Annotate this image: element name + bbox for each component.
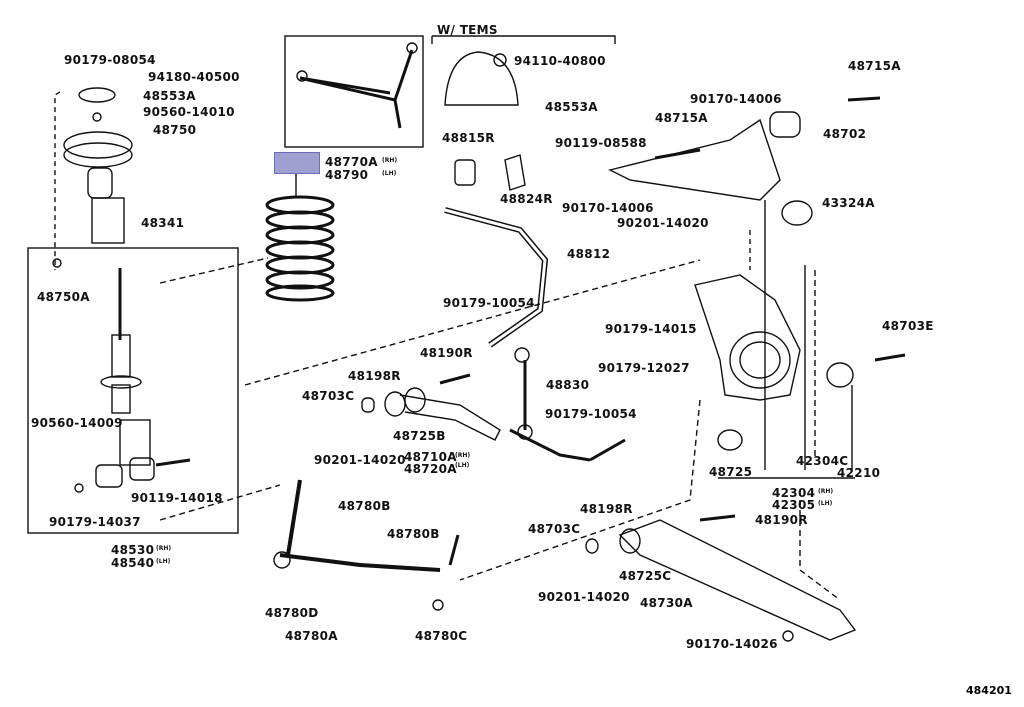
part-label[interactable]: 94110-40800 bbox=[514, 54, 606, 68]
part-label[interactable]: 48780D bbox=[265, 606, 319, 620]
part-label[interactable]: 90170-14006 bbox=[562, 201, 654, 215]
part-label[interactable]: 48703C bbox=[302, 389, 355, 403]
shock-body bbox=[119, 419, 151, 466]
part-label[interactable]: 48198R bbox=[580, 502, 633, 516]
highlighted-part-box[interactable] bbox=[274, 152, 320, 174]
part-label[interactable]: 90201-14020 bbox=[314, 453, 406, 467]
upper-arm bbox=[607, 118, 781, 201]
part-label[interactable]: 90560-14009 bbox=[31, 416, 123, 430]
part-label[interactable]: 48715A bbox=[655, 111, 708, 125]
lh-mark: (LH) bbox=[818, 500, 833, 507]
part-label[interactable]: 42210 bbox=[837, 466, 881, 480]
part-label[interactable]: 48790 bbox=[325, 168, 369, 182]
coil-spring bbox=[265, 195, 335, 302]
tems-bracket bbox=[432, 35, 616, 44]
part-label[interactable]: 48750A bbox=[37, 290, 90, 304]
steering-knuckle bbox=[694, 274, 801, 401]
lower-arm-front bbox=[399, 394, 501, 441]
part-label[interactable]: 90119-08588 bbox=[555, 136, 647, 150]
lower-arm-rear bbox=[618, 519, 857, 641]
part-label[interactable]: 43324A bbox=[822, 196, 875, 210]
part-label[interactable]: 48540 bbox=[111, 556, 155, 570]
part-label[interactable]: 90170-14006 bbox=[690, 92, 782, 106]
part-label[interactable]: 48198R bbox=[348, 369, 401, 383]
part-label[interactable]: 94180-40500 bbox=[148, 70, 240, 84]
lh-mark: (LH) bbox=[455, 462, 470, 469]
part-label[interactable]: 48812 bbox=[567, 247, 611, 261]
part-label[interactable]: 90119-14018 bbox=[131, 491, 223, 505]
part-label[interactable]: 42304 bbox=[772, 486, 816, 500]
part-label[interactable]: 42304C bbox=[796, 454, 849, 468]
part-label[interactable]: 48824R bbox=[500, 192, 553, 206]
part-label[interactable]: 48725C bbox=[619, 569, 672, 583]
lh-mark: (LH) bbox=[382, 170, 397, 177]
part-label[interactable]: 48730A bbox=[640, 596, 693, 610]
part-label[interactable]: 48780B bbox=[387, 527, 440, 541]
part-label[interactable]: 90179-12027 bbox=[598, 361, 690, 375]
rh-mark: (RH) bbox=[818, 488, 834, 495]
part-label[interactable]: 48530 bbox=[111, 543, 155, 557]
part-label[interactable]: 90179-10054 bbox=[545, 407, 637, 421]
stabilizer-bar bbox=[444, 207, 549, 348]
part-label[interactable]: 90179-10054 bbox=[443, 296, 535, 310]
part-label[interactable]: 48703C bbox=[528, 522, 581, 536]
part-label[interactable]: 90179-14015 bbox=[605, 322, 697, 336]
part-label[interactable]: 48703E bbox=[882, 319, 934, 333]
part-label[interactable]: 90560-14010 bbox=[143, 105, 235, 119]
part-label[interactable]: 48780C bbox=[415, 629, 468, 643]
rh-mark: (RH) bbox=[382, 157, 398, 164]
lh-mark: (LH) bbox=[156, 558, 171, 565]
diagram-reference-number: 484201 bbox=[966, 684, 1012, 697]
bump-stop bbox=[87, 167, 113, 199]
dust-boot bbox=[91, 197, 125, 244]
part-label[interactable]: 48750 bbox=[153, 123, 197, 137]
part-label[interactable]: 48190R bbox=[420, 346, 473, 360]
upper-arm-inset bbox=[299, 49, 414, 129]
upper-arm-inset-box bbox=[284, 35, 424, 148]
part-label[interactable]: 90201-14020 bbox=[538, 590, 630, 604]
strut-mount bbox=[63, 131, 133, 159]
part-label[interactable]: 90179-14037 bbox=[49, 515, 141, 529]
part-label[interactable]: 48190R bbox=[755, 513, 808, 527]
strut-plate bbox=[78, 87, 116, 103]
part-label[interactable]: 48341 bbox=[141, 216, 185, 230]
part-label[interactable]: 48725B bbox=[393, 429, 446, 443]
part-label[interactable]: 48553A bbox=[545, 100, 598, 114]
strut-rod bbox=[286, 479, 302, 556]
part-label[interactable]: 90201-14020 bbox=[617, 216, 709, 230]
part-label[interactable]: 48780B bbox=[338, 499, 391, 513]
part-label[interactable]: 90170-14026 bbox=[686, 637, 778, 651]
part-label[interactable]: 48553A bbox=[143, 89, 196, 103]
part-label[interactable]: 48815R bbox=[442, 131, 495, 145]
strut-box bbox=[27, 247, 239, 534]
part-label[interactable]: 48720A bbox=[404, 462, 457, 476]
part-label[interactable]: 48780A bbox=[285, 629, 338, 643]
part-label[interactable]: 42305 bbox=[772, 498, 816, 512]
part-label[interactable]: 48702 bbox=[823, 127, 867, 141]
group-caption: W/ TEMS bbox=[437, 23, 498, 37]
tems-mount bbox=[444, 51, 519, 106]
rh-mark: (RH) bbox=[455, 452, 471, 459]
part-label[interactable]: 48715A bbox=[848, 59, 901, 73]
rh-mark: (RH) bbox=[156, 545, 172, 552]
part-label[interactable]: 90179-08054 bbox=[64, 53, 156, 67]
part-label[interactable]: 48710A bbox=[404, 450, 457, 464]
part-label[interactable]: 48770A bbox=[325, 155, 378, 169]
part-label[interactable]: 48830 bbox=[546, 378, 590, 392]
part-label[interactable]: 48725 bbox=[709, 465, 753, 479]
